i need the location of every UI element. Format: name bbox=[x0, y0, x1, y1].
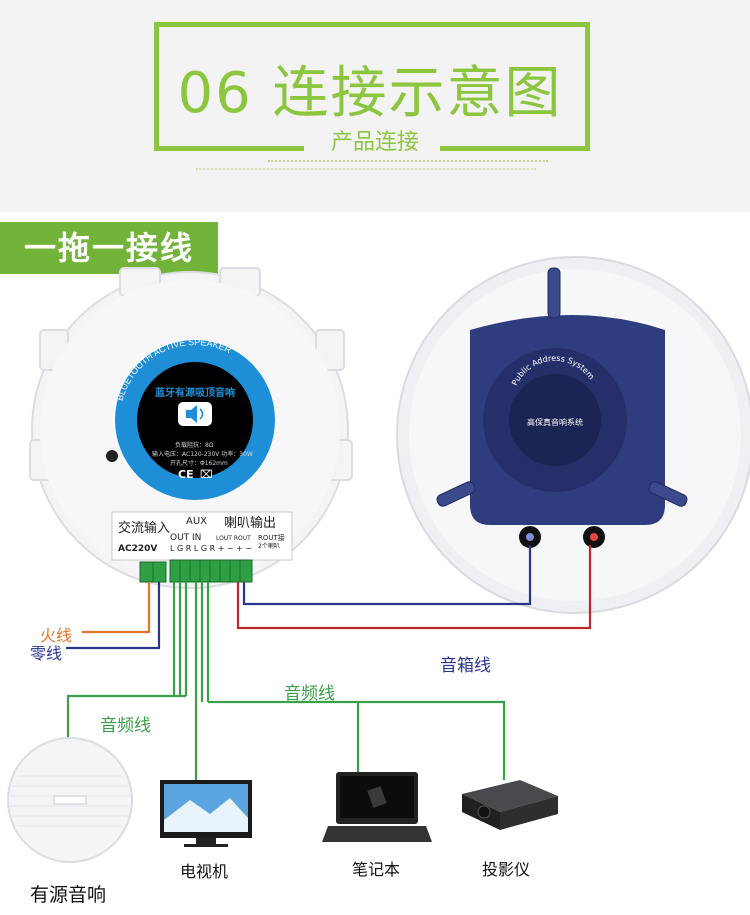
terminal-aux-label: AUX bbox=[186, 516, 207, 527]
terminal-spk-label: 喇叭输出 bbox=[224, 515, 276, 531]
terminal-rout-note2: 2个喇叭 bbox=[258, 542, 280, 550]
device-projector-label: 投影仪 bbox=[482, 856, 530, 880]
laptop-icon bbox=[322, 772, 432, 842]
terminal-out-in: OUT IN bbox=[170, 533, 201, 543]
amp-spec-line1: 负载阻抗：8Ω bbox=[175, 441, 214, 449]
active-round-speaker bbox=[8, 738, 132, 862]
terminal-ac220: AC220V bbox=[118, 544, 157, 554]
weee-icon: ⌧ bbox=[200, 468, 213, 481]
ce-mark: CE bbox=[178, 468, 194, 481]
device-active-speaker-label: 有源音响 bbox=[30, 880, 106, 907]
amp-spec-line2: 输入电压：AC120-230V 功率：30W bbox=[152, 450, 253, 458]
terminal-lout-rout: LOUT ROUT bbox=[216, 535, 251, 542]
amp-badge-name: 蓝牙有源吸顶音响 bbox=[155, 386, 235, 399]
audio-cable-label-2: 音频线 bbox=[100, 711, 151, 736]
passive-speaker-unit: Public Address System 高保真音响系统 bbox=[397, 257, 750, 613]
terminal-pins: L G R L G R + − + − bbox=[170, 544, 252, 553]
projector-icon bbox=[462, 780, 558, 830]
active-speaker-unit: BLUETOOTH ACTIVE SPEAKER 蓝牙有源吸顶音响 负载阻抗：8… bbox=[30, 268, 352, 588]
speaker-cable-label: 音箱线 bbox=[440, 651, 491, 676]
tv-icon bbox=[160, 780, 252, 847]
terminal-rout-note: ROUT接 bbox=[258, 533, 285, 542]
terminal-ac-label: 交流输入 bbox=[118, 520, 170, 536]
device-tv-label: 电视机 bbox=[180, 858, 228, 882]
pa-badge-name: 高保真音响系统 bbox=[527, 417, 583, 427]
audio-cable-label-1: 音频线 bbox=[284, 679, 335, 704]
neutral-wire-label: 零线 bbox=[30, 640, 62, 664]
device-laptop-label: 笔记本 bbox=[352, 856, 400, 880]
amp-spec-line3: 开孔尺寸：Φ162mm bbox=[170, 459, 228, 467]
